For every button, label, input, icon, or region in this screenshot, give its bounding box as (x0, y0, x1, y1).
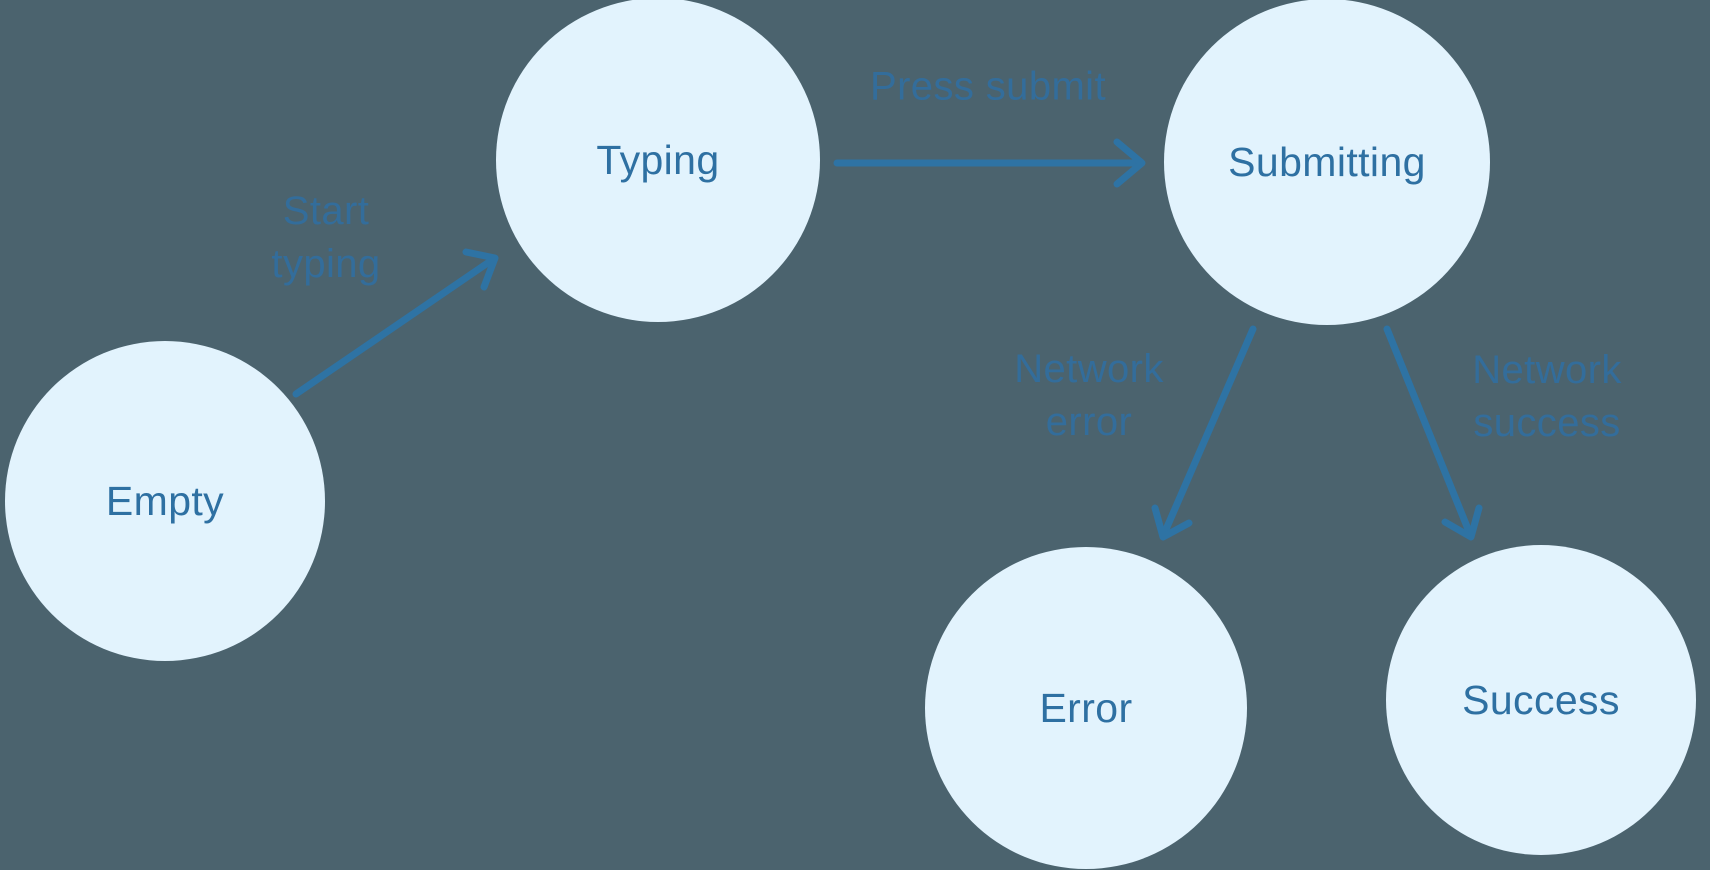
transition-label-network-success-line2: success (1473, 401, 1621, 445)
transition-label-network-error: Network error (1014, 343, 1164, 449)
state-node-error-label: Error (1039, 684, 1133, 731)
transition-label-network-error-line2: error (1045, 400, 1133, 444)
transition-label-press-submit: Press submit (870, 61, 1106, 114)
transition-arrow-submitting-success (1383, 325, 1483, 541)
transition-label-start-typing: Start typing (271, 185, 380, 291)
transition-label-start-typing-line1: Start (282, 189, 370, 233)
state-node-error: Error (925, 547, 1247, 869)
state-node-success: Success (1386, 545, 1696, 855)
state-node-typing: Typing (496, 0, 820, 322)
transition-arrow-typing-submitting (833, 138, 1146, 188)
state-node-success-label: Success (1462, 676, 1620, 723)
transition-label-start-typing-line2: typing (271, 242, 381, 286)
state-node-submitting-label: Submitting (1228, 138, 1426, 185)
state-node-empty-label: Empty (105, 477, 225, 524)
state-node-empty: Empty (5, 341, 325, 661)
transition-label-network-success: Network success (1472, 344, 1622, 450)
transition-label-network-success-line1: Network (1472, 348, 1622, 392)
state-node-typing-label: Typing (596, 136, 720, 183)
state-node-submitting: Submitting (1164, 0, 1490, 325)
transition-arrow-submitting-error (1151, 325, 1257, 541)
transition-label-network-error-line1: Network (1014, 347, 1164, 391)
transition-label-press-submit-line1: Press submit (870, 64, 1106, 109)
